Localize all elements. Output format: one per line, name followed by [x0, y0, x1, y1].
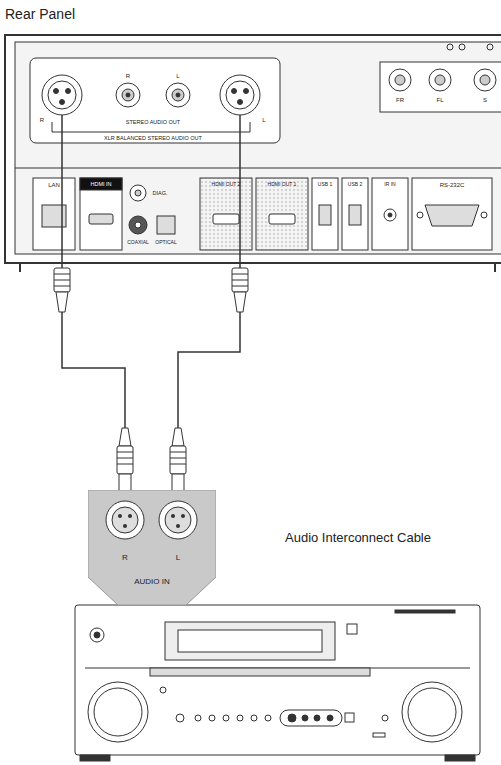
audio-cable: [62, 263, 125, 490]
port-label: XLR BALANCED STEREO AUDIO OUT: [104, 135, 202, 141]
port-label: IR IN: [384, 182, 395, 188]
plate-outline: [88, 490, 216, 605]
player-rear-panel: [5, 35, 501, 272]
panel-heading: Rear Panel: [5, 7, 75, 22]
channel-label: R: [122, 554, 128, 563]
player-rear-panel-box: Rear Panel: [5, 35, 501, 263]
port-label: USB 2: [348, 182, 362, 188]
xlr-plug: [117, 428, 186, 492]
jack-group-label: AUDIO IN: [134, 578, 170, 587]
port-label: S: [483, 97, 487, 104]
port-label: HDMI OUT 2: [212, 182, 241, 188]
channel-label: R: [40, 117, 44, 124]
port-label: FL: [436, 97, 443, 104]
port-label: HDMI OUT 1: [268, 182, 297, 188]
av-receiver: [75, 605, 480, 761]
channel-label: R: [126, 73, 130, 80]
port-label: LAN: [48, 182, 60, 189]
port-label: USB 1: [318, 182, 332, 188]
audio-in-plate: R L AUDIO IN: [88, 490, 216, 605]
xlr-plug: [54, 268, 248, 312]
port-label: OPTICAL: [155, 240, 176, 246]
channel-label: L: [262, 117, 265, 124]
port-label: HDMI IN: [90, 181, 111, 187]
port-label: FR: [396, 97, 404, 104]
channel-label: L: [176, 73, 179, 80]
channel-label: L: [176, 554, 180, 563]
port-label: STEREO AUDIO OUT: [126, 119, 180, 125]
xlr-jack: [42, 75, 260, 115]
audio-cable: [178, 263, 240, 490]
port-label: DIAG.: [153, 190, 168, 196]
cable: [62, 115, 240, 263]
rear-ports: [33, 178, 492, 250]
cable-label: Audio Interconnect Cable: [285, 531, 431, 545]
port-label: RS-232C: [440, 182, 465, 189]
port-label: COAXIAL: [127, 240, 149, 246]
rca-jack: [116, 69, 496, 107]
